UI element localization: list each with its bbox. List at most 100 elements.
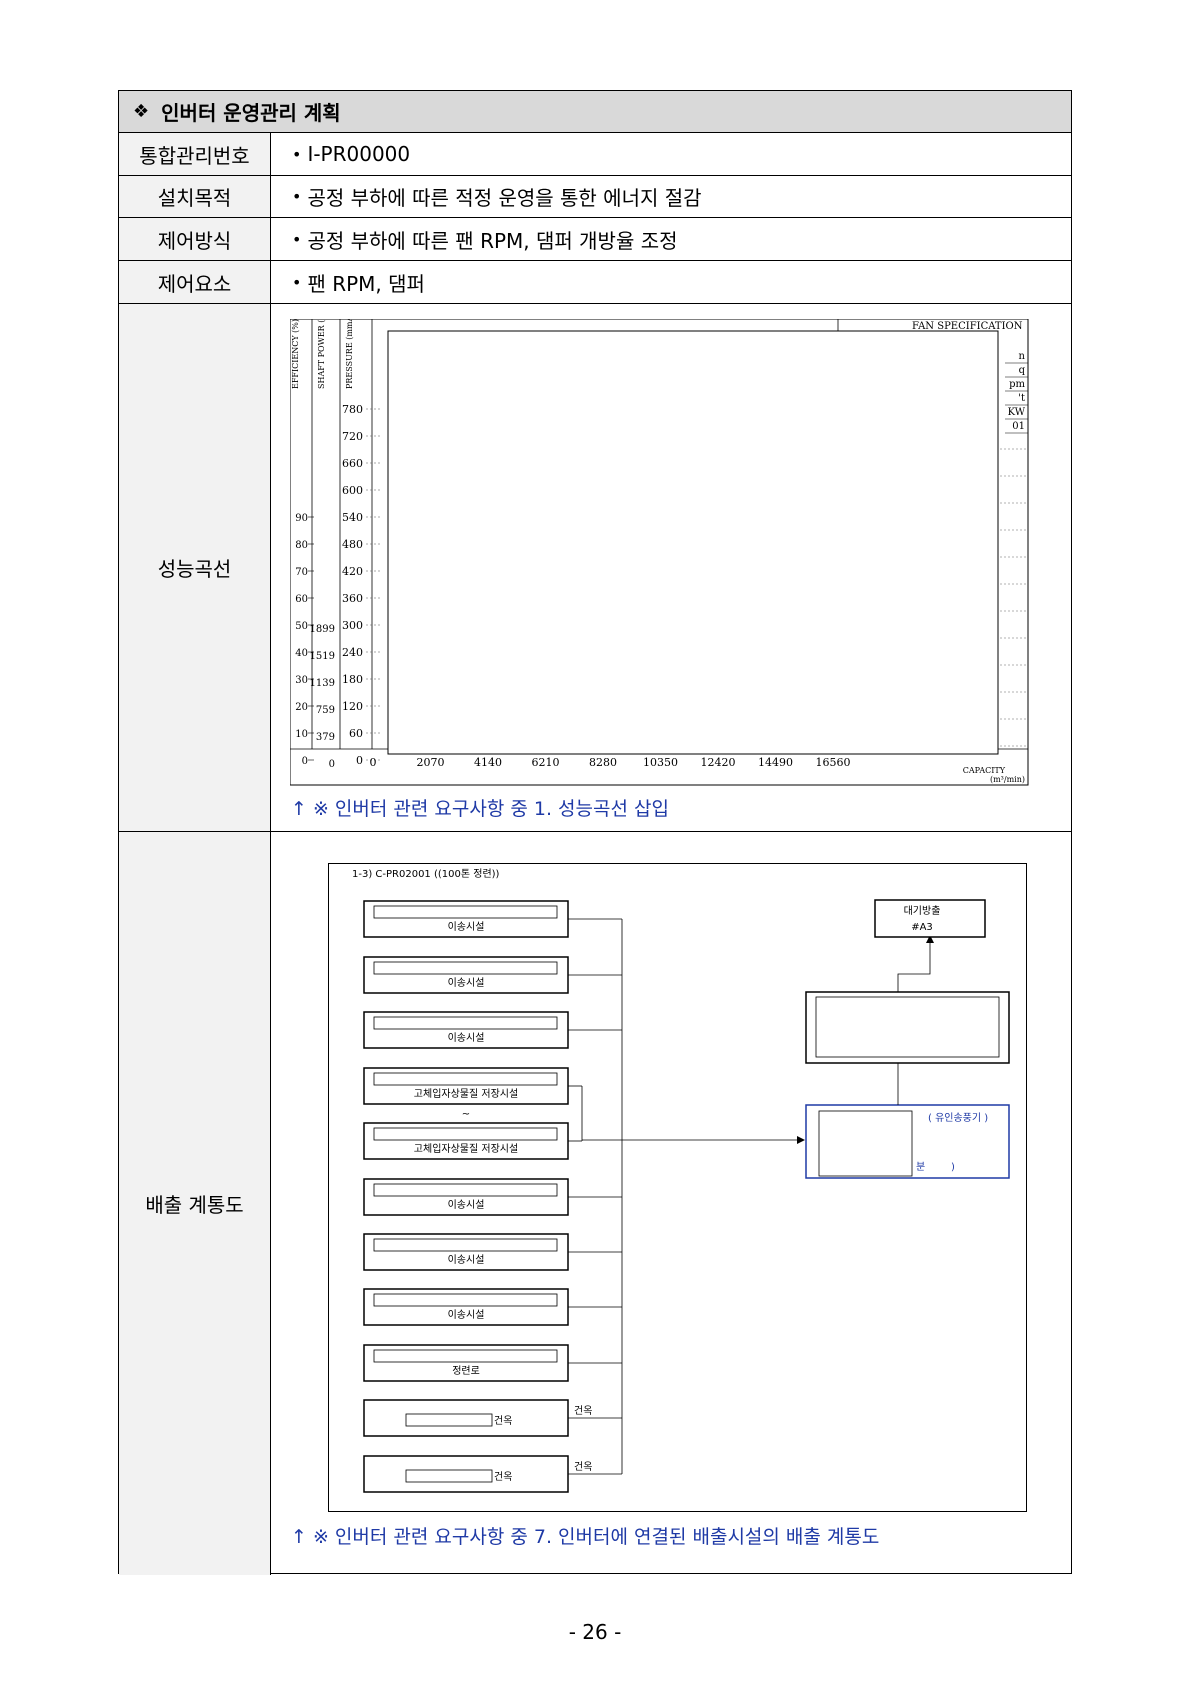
row-label: 통합관리번호 xyxy=(119,133,271,175)
spec-fragment: pm xyxy=(1009,379,1025,390)
redacted-field xyxy=(373,961,558,975)
fan-partial-text: 분 xyxy=(916,1161,925,1173)
redacted-field xyxy=(373,1238,558,1252)
row-label: 제어요소 xyxy=(119,261,271,303)
spec-fragment: KW xyxy=(1008,407,1026,418)
facility-label: 이송시설 xyxy=(448,1032,485,1044)
row-value: 공정 부하에 따른 팬 RPM, 댐퍼 개방율 조정 xyxy=(307,228,678,253)
facility-label: 이송시설 xyxy=(448,977,485,989)
flow-diagram: 1-3) C-PR02001 ((100톤 정련))이송시설이송시설이송시설고체… xyxy=(328,863,1027,1512)
performance-curve-image: EFFICIENCY (%)SHAFT POWER (KW)PRESSURE (… xyxy=(290,319,1029,786)
capacity-label: CAPACITY xyxy=(963,766,1006,775)
efficiency-tick: 90 xyxy=(295,513,308,524)
row-purpose: 설치목적 •공정 부하에 따른 적정 운영을 통한 에너지 절감 xyxy=(119,176,1071,218)
fan-partial-text: ) xyxy=(951,1162,955,1173)
efficiency-tick: 80 xyxy=(295,540,308,551)
row-label: 제어방식 xyxy=(119,218,271,260)
outlet-box xyxy=(874,899,986,938)
pressure-tick: 240 xyxy=(342,646,363,659)
facility-label: 고체입자상물질 저장시설 xyxy=(414,1087,518,1100)
arrow-up-icon xyxy=(926,935,934,943)
pressure-tick: 300 xyxy=(342,619,363,632)
redacted-field xyxy=(373,1127,558,1141)
facility-label: 정련로 xyxy=(452,1365,480,1377)
tilde-mark: ~ xyxy=(462,1109,470,1120)
pressure-tick: 600 xyxy=(342,484,363,497)
facility-label: 이송시설 xyxy=(448,1199,485,1211)
power-tick: 1899 xyxy=(310,624,335,635)
redaction-panel xyxy=(387,330,999,755)
facility-label: 건옥 xyxy=(494,1471,512,1483)
capacity-tick: 12420 xyxy=(701,756,736,769)
pressure-tick: 0 xyxy=(356,754,363,767)
row-label: 배출 계통도 xyxy=(119,832,271,1575)
facility-label: 건옥 xyxy=(494,1415,512,1427)
outlet-connector xyxy=(897,940,931,992)
pressure-tick: 720 xyxy=(342,430,363,443)
bullet-icon: • xyxy=(292,272,302,292)
page-number: - 26 - xyxy=(568,1620,622,1644)
axis-title: PRESSURE (mmAq) xyxy=(345,319,354,389)
diamond-icon: ❖ xyxy=(133,101,150,122)
redacted-field xyxy=(405,1413,493,1427)
spec-fragment: 't xyxy=(1018,393,1025,404)
row-control-method: 제어방식 •공정 부하에 따른 팬 RPM, 댐퍼 개방율 조정 xyxy=(119,218,1071,261)
arrow-head-icon xyxy=(797,1136,805,1144)
capacity-tick: 2070 xyxy=(417,756,445,769)
pressure-tick: 480 xyxy=(342,538,363,551)
performance-caption: ↑ ※ 인버터 관련 요구사항 중 1. 성능곡선 삽입 xyxy=(291,798,669,820)
efficiency-tick: 60 xyxy=(295,594,308,605)
bullet-icon: • xyxy=(292,229,302,249)
bullet-icon: • xyxy=(292,144,302,164)
efficiency-tick: 70 xyxy=(295,567,308,578)
row-control-elements: 제어요소 •팬 RPM, 댐퍼 xyxy=(119,261,1071,304)
capacity-tick: 16560 xyxy=(816,756,851,769)
capacity-unit: (m³/min) xyxy=(990,775,1025,784)
spec-fragment: n xyxy=(1019,351,1026,362)
capacity-tick: 14490 xyxy=(758,756,793,769)
performance-chart: EFFICIENCY (%)SHAFT POWER (KW)PRESSURE (… xyxy=(290,319,1029,786)
row-label: 설치목적 xyxy=(119,176,271,217)
axis-title: SHAFT POWER (KW) xyxy=(317,319,326,389)
pressure-tick: 420 xyxy=(342,565,363,578)
power-tick: 0 xyxy=(329,759,335,770)
redacted-field xyxy=(373,1072,558,1086)
pressure-tick: 120 xyxy=(342,700,363,713)
inverter-plan-table: ❖ 인버터 운영관리 계획 통합관리번호 •I-PR00000 설치목적 •공정… xyxy=(118,90,1072,1575)
row-label: 성능곡선 xyxy=(119,304,271,831)
redacted-field xyxy=(815,996,1000,1058)
facility-label: 이송시설 xyxy=(448,921,485,933)
facility-label: 이송시설 xyxy=(448,1309,485,1321)
emission-caption: ↑ ※ 인버터 관련 요구사항 중 7. 인버터에 연결된 배출시설의 배출 계… xyxy=(291,1526,880,1548)
redacted-field xyxy=(373,1293,558,1307)
outlet-line2: #A3 xyxy=(911,922,933,933)
efficiency-tick: 0 xyxy=(302,756,308,767)
spec-fragment: q xyxy=(1019,365,1026,376)
pressure-tick: 60 xyxy=(349,727,363,740)
power-tick: 1139 xyxy=(310,678,335,689)
pressure-tick: 360 xyxy=(342,592,363,605)
redacted-field xyxy=(373,905,558,919)
facility-label: 고체입자상물질 저장시설 xyxy=(414,1142,518,1155)
redacted-field xyxy=(373,1349,558,1363)
redacted-field xyxy=(373,1183,558,1197)
capacity-tick: 4140 xyxy=(474,756,502,769)
efficiency-tick: 40 xyxy=(295,648,308,659)
redacted-field xyxy=(373,1016,558,1030)
power-tick: 1519 xyxy=(310,651,335,662)
efficiency-tick: 50 xyxy=(295,621,308,632)
row-value: 팬 RPM, 댐퍼 xyxy=(307,271,425,296)
efficiency-tick: 20 xyxy=(295,702,308,713)
row-management-number: 통합관리번호 •I-PR00000 xyxy=(119,133,1071,176)
spec-fragment: 01 xyxy=(1012,421,1025,432)
bullet-icon: • xyxy=(292,187,302,206)
outlet-line1: 대기방출 xyxy=(904,905,941,917)
pressure-tick: 180 xyxy=(342,673,363,686)
power-tick: 379 xyxy=(316,732,335,743)
capacity-tick: 10350 xyxy=(643,756,678,769)
row-value: I-PR00000 xyxy=(307,142,411,166)
capacity-tick: 8280 xyxy=(589,756,617,769)
redacted-field xyxy=(818,1110,913,1177)
pressure-tick: 660 xyxy=(342,457,363,470)
